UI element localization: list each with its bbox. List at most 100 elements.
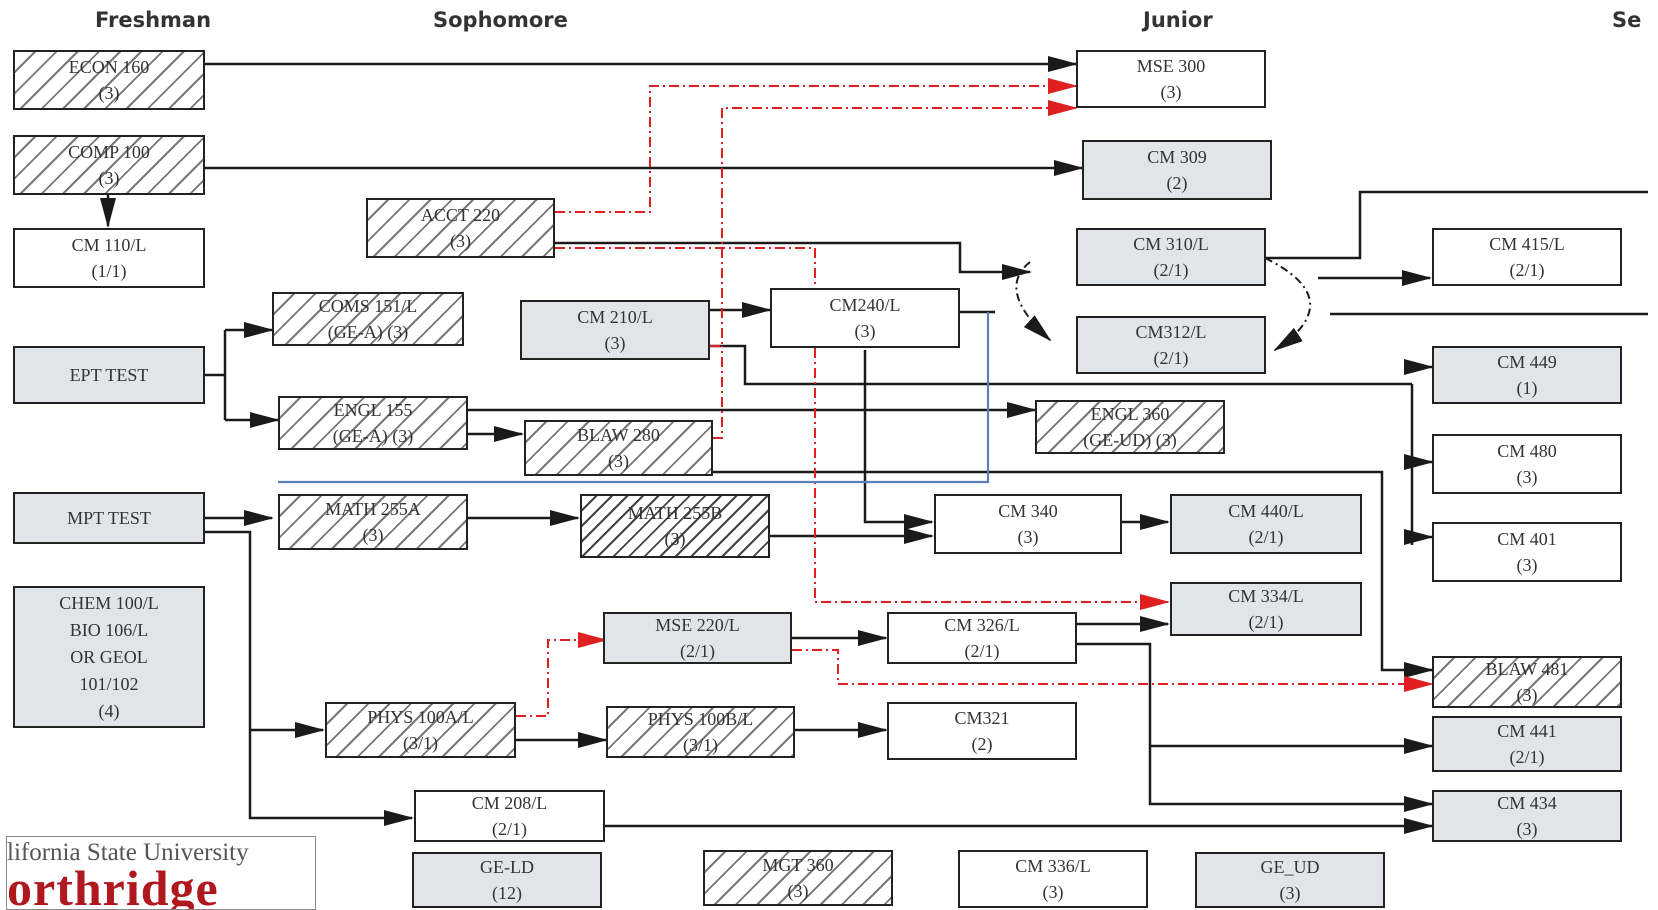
course-cm434: CM 434(3)	[1432, 790, 1622, 842]
course-phys100a: PHYS 100A/L (3/1)	[325, 702, 516, 758]
course-units: (3)	[1160, 82, 1182, 102]
course-code: CM 441	[1497, 720, 1557, 741]
course-code: ENGL 360	[1090, 403, 1170, 424]
course-mpt-test: MPT TEST	[13, 492, 205, 544]
course-units: (3)	[608, 451, 629, 471]
course-units: (3)	[1516, 555, 1538, 575]
course-code: PHYS 100A/L	[367, 706, 474, 727]
course-phys100b: PHYS 100B/L(3/1)	[606, 706, 795, 758]
course-code: CM 110/L	[71, 234, 147, 255]
course-code: CM 326/L	[944, 614, 1020, 635]
course-code: BLAW 280	[577, 424, 660, 445]
edge-cm210-senior-bus	[710, 344, 1412, 386]
course-code: CM 336/L	[1015, 855, 1091, 876]
course-code: GE_UD	[1260, 856, 1320, 877]
course-cm440: CM 440/L(2/1)	[1170, 494, 1362, 554]
course-units: (3)	[604, 333, 626, 353]
course-units: (1)	[1516, 378, 1538, 398]
course-comp100: COMP 100(3)	[13, 135, 205, 195]
course-units: (4)	[98, 700, 120, 721]
course-units: (3)	[1516, 467, 1538, 487]
header-senior: Se	[1612, 8, 1642, 32]
header-freshman: Freshman	[95, 8, 212, 32]
course-units: (3/1)	[683, 735, 718, 755]
course-code: CM 340	[998, 500, 1058, 521]
edge-cm240-cm340	[863, 350, 934, 530]
cycle-cm312-cm310	[1264, 257, 1312, 352]
course-cm480: CM 480 (3)	[1432, 434, 1622, 494]
course-code: MGT 360	[762, 854, 834, 875]
dash-cm210-mse300	[710, 100, 1078, 347]
course-units: (3)	[787, 881, 809, 901]
course-alt: BIO 106/L	[69, 619, 149, 640]
course-code: EPT TEST	[69, 364, 149, 385]
course-cm321: CM321(2)	[887, 702, 1077, 760]
course-alt: OR GEOL	[70, 646, 148, 667]
course-code: GE-LD	[480, 856, 534, 877]
course-units: (2/1)	[492, 819, 527, 839]
course-units: (3/1)	[403, 733, 438, 753]
course-mse300: MSE 300(3)	[1076, 50, 1266, 108]
course-code: CM 309	[1147, 146, 1207, 167]
course-cm326: CM 326/L (2/1)	[887, 612, 1077, 664]
course-ge-ud: GE_UD (3)	[1195, 852, 1385, 908]
cycle-cm310-cm312	[1015, 261, 1052, 342]
course-cm210: CM 210/L(3)	[520, 300, 710, 360]
course-code: MATH 255B	[627, 502, 723, 523]
edge-acct220-cm310	[555, 241, 1032, 280]
course-cm340: CM 340 (3)	[934, 494, 1122, 554]
course-code: MATH 255A	[325, 498, 421, 519]
course-units: (2/1)	[680, 641, 715, 661]
course-cm208: CM 208/L(2/1)	[414, 790, 605, 842]
course-code: MSE 220/L	[655, 614, 740, 635]
course-blaw280: BLAW 280 (3)	[524, 420, 713, 476]
logo-campus-name: orthridge	[7, 860, 219, 910]
course-cm415: CM 415/L (2/1)	[1432, 228, 1622, 286]
course-math255a: MATH 255A(3)	[278, 494, 468, 550]
course-acct220: ACCT 220(3)	[366, 198, 555, 258]
course-cm441: CM 441(2/1)	[1432, 716, 1622, 772]
course-code: CM 401	[1497, 528, 1557, 549]
course-alt: 101/102	[79, 673, 139, 694]
course-code: BLAW 481	[1485, 658, 1569, 679]
course-econ160: ECON 160 (3)	[13, 50, 205, 110]
course-units: (3)	[1516, 685, 1538, 705]
course-units: (GE-A) (3)	[332, 426, 414, 446]
course-ge-ld: GE-LD(12)	[412, 852, 602, 908]
university-logo: lifornia State University orthridge	[6, 836, 316, 910]
blue-math255a-cm312	[278, 312, 990, 484]
course-code: CM 310/L	[1133, 233, 1209, 254]
course-code: CM 449	[1497, 351, 1557, 372]
course-cm309: CM 309(2)	[1082, 140, 1272, 200]
edge-ept-split	[205, 330, 227, 420]
course-code: CM 480	[1497, 440, 1557, 461]
dash-acct220-cm334	[555, 247, 1170, 610]
course-engl155: ENGL 155(GE-A) (3)	[278, 396, 468, 450]
course-units: (3)	[1279, 883, 1301, 903]
header-sophomore: Sophomore	[433, 8, 568, 32]
dash-phys100a-mse220	[516, 632, 608, 717]
course-mse220: MSE 220/L (2/1)	[603, 612, 792, 664]
course-units: (2/1)	[1509, 260, 1545, 280]
course-code: COMP 100	[68, 141, 150, 162]
course-units: (3)	[1017, 527, 1039, 547]
course-units: (2/1)	[1248, 527, 1284, 547]
course-cm310: CM 310/L(2/1)	[1076, 228, 1266, 286]
course-code: ECON 160	[68, 56, 150, 77]
edge-blaw280-blaw481	[713, 470, 1434, 678]
course-cm449: CM 449 (1)	[1432, 346, 1622, 404]
dash-acct220-mse300	[555, 78, 1078, 213]
course-units: (GE-UD) (3)	[1083, 430, 1177, 450]
course-units: (3)	[450, 231, 471, 251]
course-units: (2/1)	[964, 641, 1000, 661]
course-units: (3)	[1042, 882, 1064, 902]
course-code: CM312/L	[1135, 321, 1207, 342]
edge-cm326-cm434	[1077, 642, 1434, 812]
course-code: COMS 151/L	[318, 295, 418, 316]
course-code: CM 415/L	[1489, 233, 1565, 254]
course-math255b: MATH 255B(3)	[580, 494, 770, 558]
course-coms151: COMS 151/L(GE-A) (3)	[272, 292, 464, 346]
course-units: (3)	[98, 83, 120, 103]
